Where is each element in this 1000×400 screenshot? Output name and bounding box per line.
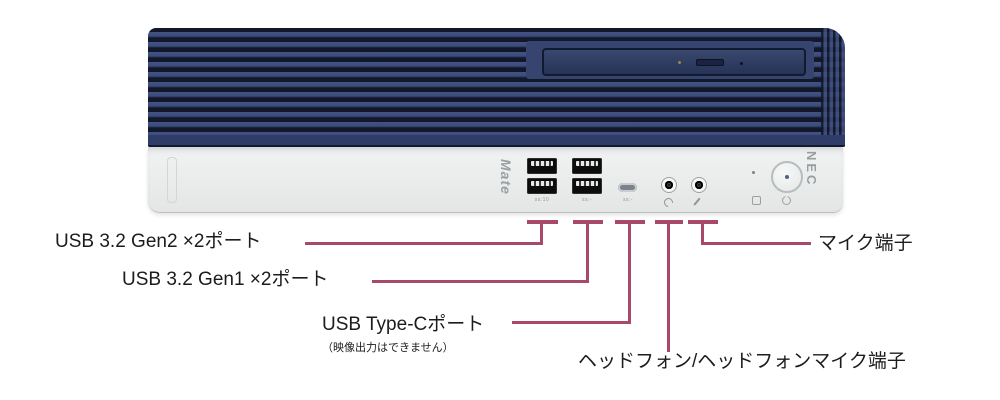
power-button [771, 161, 803, 193]
usb-gen1-marking: ss:- [581, 197, 593, 203]
chassis-side-ribs [821, 28, 845, 147]
headphone-icon [662, 196, 675, 209]
usb-c-marking: ss:- [622, 197, 634, 203]
drive-led-indicator [678, 61, 681, 64]
callout-vline-usb-gen2 [540, 220, 543, 245]
panel-accent-slot [167, 157, 177, 203]
usb-gen2-marking: ss:10 [534, 197, 550, 203]
headphone-jack [661, 177, 677, 193]
drive-emergency-pinhole [740, 62, 743, 65]
drive-eject-button [696, 59, 724, 66]
status-led [752, 171, 755, 174]
callout-hline-usb-type-c [512, 321, 631, 324]
usb-a-port-gen1-1 [572, 158, 602, 174]
callout-vline-usb-type-c [628, 220, 631, 324]
mic-jack [691, 177, 707, 193]
label-usb-type-c: USB Type-Cポート [322, 314, 485, 335]
front-io-panel: Mate ss:10 ss:- ss:- NEC [148, 147, 843, 213]
label-mic: マイク端子 [818, 233, 913, 254]
callout-vline-mic [701, 220, 704, 245]
label-usb-gen2: USB 3.2 Gen2 ×2ポート [55, 231, 262, 252]
mic-icon [693, 197, 701, 206]
chassis-ribbed-top [148, 28, 845, 147]
label-usb-gen1: USB 3.2 Gen1 ×2ポート [122, 269, 329, 290]
callout-hline-usb-gen1 [372, 280, 589, 283]
callout-vline-headphone [667, 220, 670, 352]
callout-hline-usb-gen2 [305, 242, 543, 245]
power-icon [782, 195, 791, 205]
label-headphone: ヘッドフォン/ヘッドフォンマイク端子 [578, 351, 906, 372]
nec-logo: NEC [804, 151, 819, 188]
desktop-pc-front-view: Mate ss:10 ss:- ss:- NEC [148, 28, 845, 213]
mate-logo: Mate [498, 159, 514, 195]
chassis-bottom-band [148, 135, 845, 147]
usb-a-port-gen2-2 [527, 178, 557, 194]
callout-hline-mic [701, 242, 811, 245]
usb-type-c-port [618, 183, 637, 192]
usb-a-port-gen1-2 [572, 178, 602, 194]
disk-activity-icon [752, 196, 761, 205]
label-usb-type-c-note: （映像出力はできません） [322, 342, 454, 354]
usb-a-port-gen2-1 [527, 158, 557, 174]
optical-drive-bezel [542, 48, 806, 76]
callout-vline-usb-gen1 [586, 220, 589, 283]
